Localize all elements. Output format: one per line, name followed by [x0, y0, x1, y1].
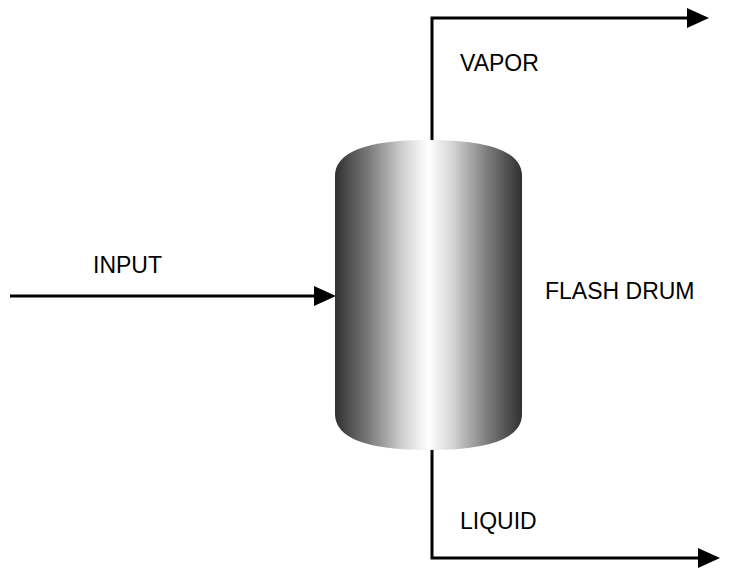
input-line — [10, 295, 318, 298]
liquid-line — [432, 448, 700, 558]
drum-label: FLASH DRUM — [545, 278, 695, 306]
drum-shape — [335, 140, 522, 450]
stream-label: INPUT — [93, 252, 162, 280]
drum-body — [335, 140, 522, 450]
arrow-head — [687, 8, 709, 28]
arrow-head — [314, 286, 336, 306]
stream-label: LIQUID — [460, 508, 537, 536]
stream-label: VAPOR — [460, 50, 539, 78]
flash-drum: FLASH DRUM — [335, 140, 522, 450]
arrow-head — [698, 548, 720, 568]
vapor-line — [432, 18, 690, 142]
